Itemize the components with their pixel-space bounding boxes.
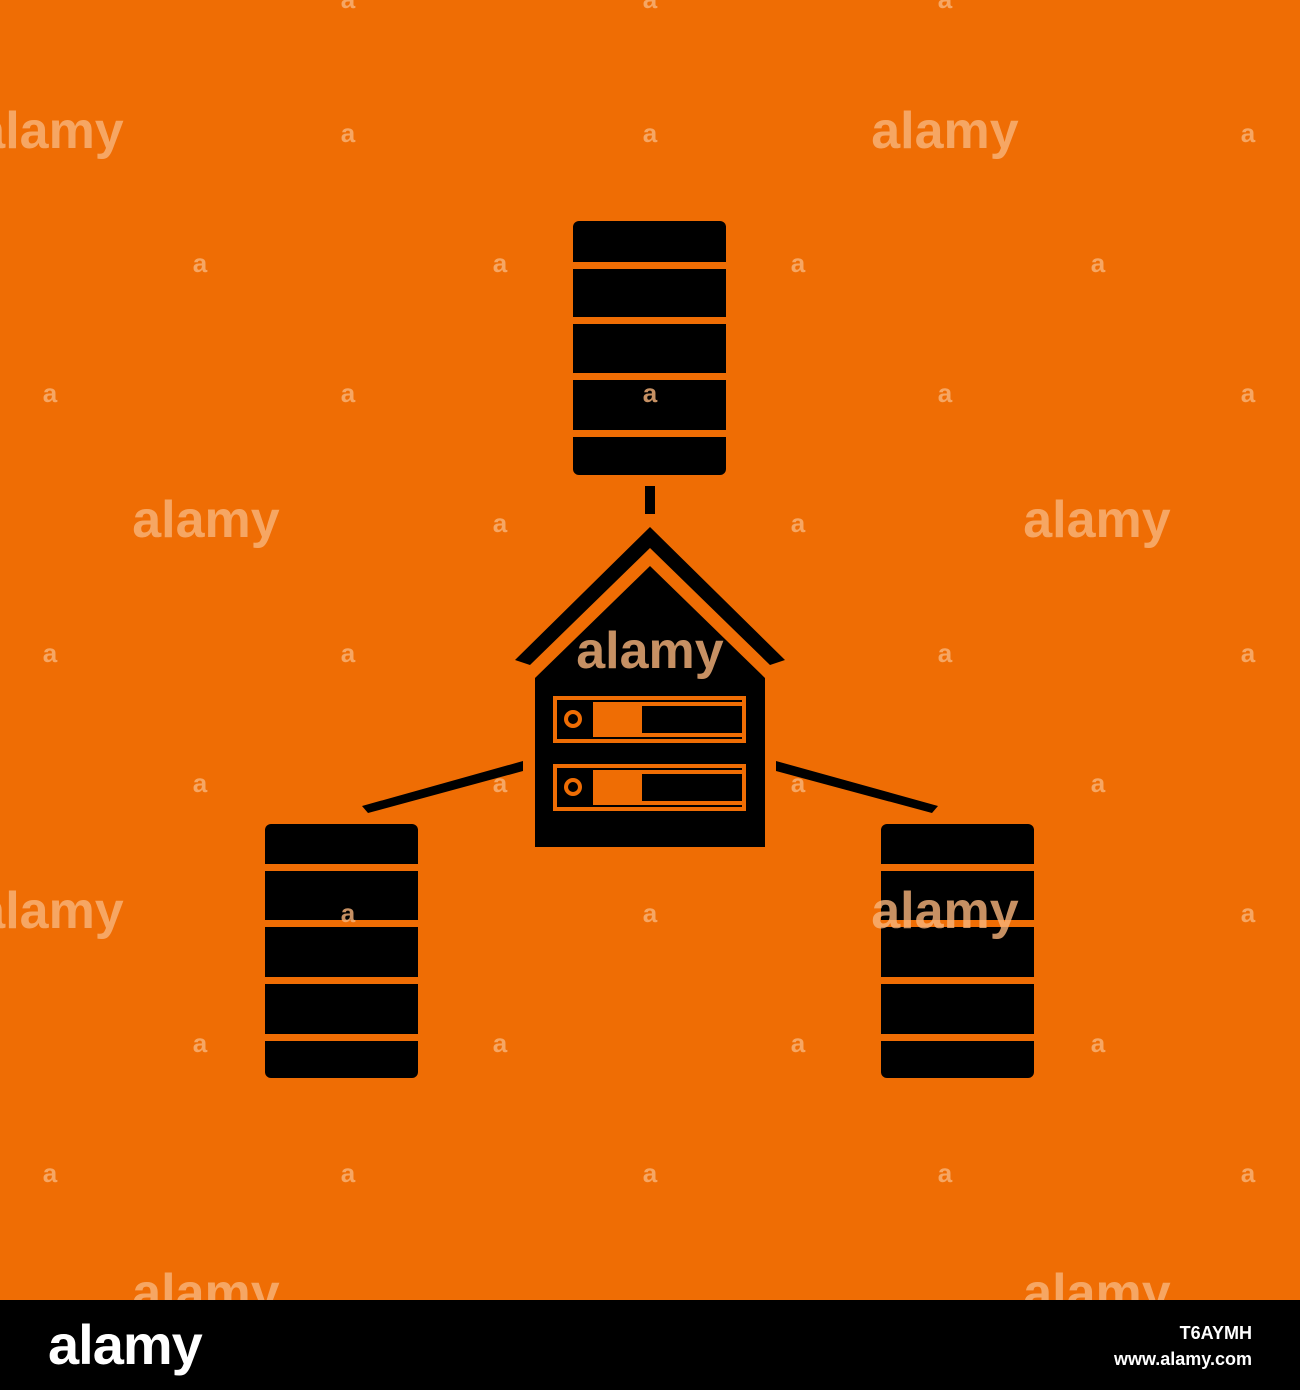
connector-right	[776, 761, 938, 813]
watermark-letter: a	[341, 0, 356, 14]
watermark-letter: a	[791, 1028, 806, 1058]
watermark-letter: a	[1241, 1158, 1256, 1188]
watermark-letter: a	[193, 248, 208, 278]
watermark-letter: a	[1091, 248, 1106, 278]
server-drive-1	[553, 696, 746, 743]
watermark-letter: a	[43, 378, 58, 408]
watermark-word: alamy	[871, 882, 1019, 940]
watermark-letter: a	[1091, 768, 1106, 798]
watermark-word: alamy	[1023, 1264, 1171, 1300]
image-id: T6AYMH	[1179, 1323, 1252, 1343]
watermark-letter: a	[1241, 638, 1256, 668]
watermark-letter: a	[341, 898, 356, 928]
watermark-letter: a	[43, 1158, 58, 1188]
watermark-word: alamy	[576, 622, 724, 680]
watermark-letter: a	[1241, 378, 1256, 408]
watermark-word: alamy	[132, 1264, 280, 1300]
footer-meta: T6AYMH www.alamy.com	[1114, 1320, 1252, 1372]
watermark-letter: a	[938, 378, 953, 408]
watermark-word: alamy	[0, 102, 124, 160]
watermark-word: alamy	[0, 882, 124, 940]
watermark-letter: a	[791, 248, 806, 278]
watermark-letter: a	[938, 0, 953, 14]
watermark-letter: a	[791, 768, 806, 798]
watermark-letter: a	[643, 898, 658, 928]
watermark-letter: a	[1091, 1028, 1106, 1058]
watermark-word: alamy	[1023, 491, 1171, 549]
connector-left	[362, 761, 523, 813]
watermark-letter: a	[43, 638, 58, 668]
illustration-canvas: alamy alamy alamy alamy alamy alamy alamy alamy…	[0, 0, 1256, 1300]
watermark-letter: a	[791, 508, 806, 538]
left-database-icon	[265, 824, 418, 1078]
house-server-icon	[515, 527, 785, 847]
watermark-letter: a	[643, 1158, 658, 1188]
watermark-letter: a	[1241, 898, 1256, 928]
watermark-letter: a	[493, 768, 508, 798]
watermark-letter: a	[643, 118, 658, 148]
connector-lines	[362, 486, 938, 813]
watermark-letter: a	[938, 1158, 953, 1188]
watermark-letter: a	[493, 1028, 508, 1058]
server-drive-2	[553, 764, 746, 811]
watermark-letter: a	[493, 248, 508, 278]
watermark-letter: a	[643, 0, 658, 14]
watermark-letter: a	[193, 768, 208, 798]
watermark-layer: alamy alamy alamy alamy alamy alamy alamy alamy…	[0, 0, 1256, 1300]
watermark-word: alamy	[132, 491, 280, 549]
watermark-letter: a	[341, 638, 356, 668]
connector-top	[645, 486, 655, 514]
watermark-letter: a	[341, 378, 356, 408]
footer-bar: alamy T6AYMH www.alamy.com	[0, 1300, 1300, 1390]
top-database-icon	[573, 221, 726, 475]
watermark-letter: a	[643, 378, 658, 408]
roof	[515, 527, 785, 665]
site-url: www.alamy.com	[1113, 1349, 1252, 1369]
watermark-letter: a	[493, 508, 508, 538]
right-database-icon	[881, 824, 1034, 1078]
watermark-letter: a	[938, 638, 953, 668]
footer-logo: alamy	[48, 1313, 203, 1376]
watermark-letter: a	[193, 1028, 208, 1058]
watermark-letter: a	[1241, 118, 1256, 148]
watermark-word: alamy	[871, 102, 1019, 160]
watermark-letter: a	[341, 1158, 356, 1188]
watermark-letter: a	[341, 118, 356, 148]
